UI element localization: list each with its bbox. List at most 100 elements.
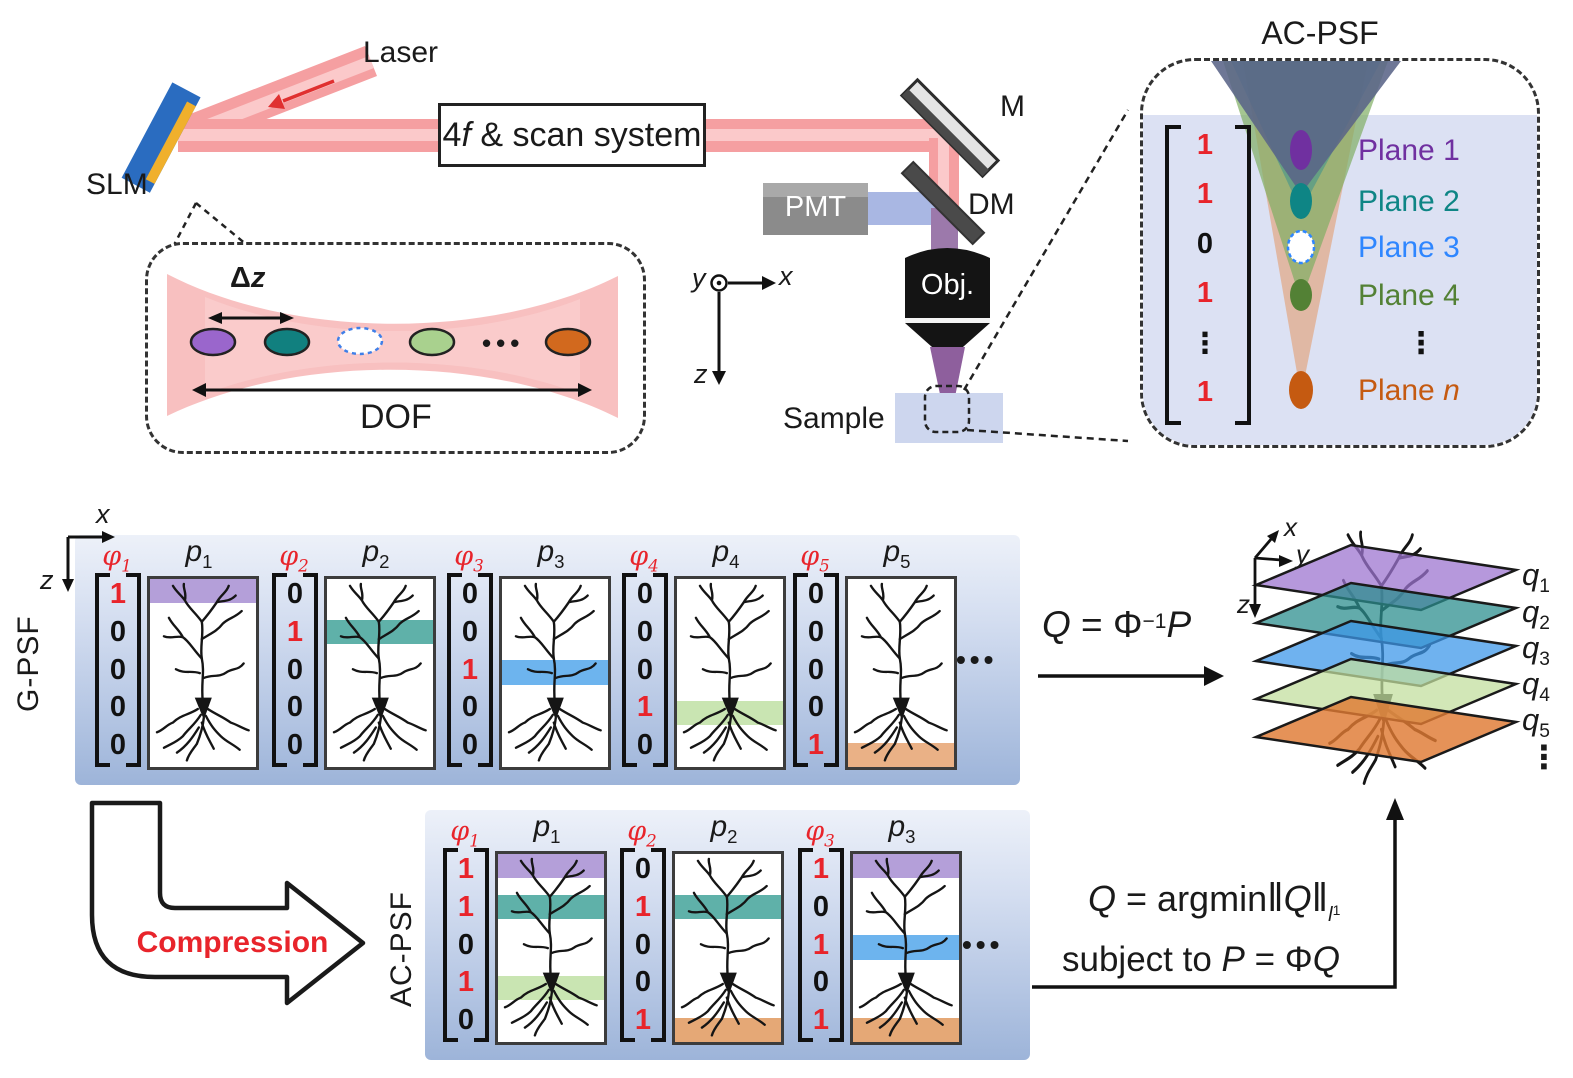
vector-digit: 1 xyxy=(286,615,304,648)
x-axis-label: x xyxy=(779,261,793,291)
pmt-highlight xyxy=(763,183,868,197)
focus-roi-box xyxy=(923,384,971,434)
phi-2-label: φ2 xyxy=(279,541,309,576)
y-axis-dot xyxy=(716,280,722,286)
transform-arrow xyxy=(1038,666,1224,686)
vector-digit: 0 xyxy=(812,966,830,999)
vector-digit: 1 xyxy=(807,729,825,761)
acpsf-p-3-image xyxy=(850,851,962,1045)
inset-spot-2 xyxy=(1290,183,1312,219)
phi-3-label: φ3 xyxy=(454,541,484,576)
dichroic-label: DM xyxy=(968,188,1015,221)
p-2-label: p2 xyxy=(362,535,390,572)
acpsf-p-2-image xyxy=(672,851,784,1045)
focal-spot-n xyxy=(544,327,592,357)
slm-label: SLM xyxy=(86,168,148,201)
stack-x-arrowhead xyxy=(1267,530,1279,543)
laser-direction-arrow xyxy=(282,79,335,103)
inset-spot-n xyxy=(1289,371,1313,409)
vector-digit: 1 xyxy=(636,691,654,724)
acpsf-phi-3-label: φ3 xyxy=(805,816,835,851)
vector-digit: 0 xyxy=(109,691,127,724)
plane-3-label: Plane 3 xyxy=(1358,231,1460,264)
vector-digit: 0 xyxy=(286,691,304,724)
gpsf-dots: ••• xyxy=(956,644,998,675)
vector-digit: 1 xyxy=(812,1004,830,1036)
acpsf-p-2-label: p2 xyxy=(710,810,738,847)
compression-label: Compression xyxy=(136,926,329,959)
p-4-label: p4 xyxy=(712,535,740,572)
stack-x-label: x xyxy=(1284,512,1297,542)
plane-band xyxy=(498,854,604,879)
roi-connector-upper xyxy=(962,109,1130,391)
vector-digit: 1 xyxy=(1196,375,1214,408)
plane-dots: ⋮ xyxy=(1406,326,1436,361)
vector-digit: 1 xyxy=(457,853,475,885)
vector-digit: 1 xyxy=(461,653,479,686)
vector-digit: 0 xyxy=(461,729,479,761)
dof-inset: Δz ••• DOF xyxy=(145,242,646,454)
delta-z-label: Δz xyxy=(230,262,266,294)
inset-bracket-left xyxy=(1165,125,1181,425)
delta-z-arrowhead-right xyxy=(280,312,294,324)
p-4-image xyxy=(674,576,786,770)
plane-n-label: Plane n xyxy=(1358,374,1460,407)
vector-digit: 0 xyxy=(286,729,304,761)
stack-plane-q5 xyxy=(1251,695,1521,764)
gpsf-axes xyxy=(62,531,115,592)
stack-z-label: z xyxy=(1237,589,1250,619)
sample-label: Sample xyxy=(783,402,885,435)
vector-digit: 1 xyxy=(1196,277,1214,310)
vector-digit: 0 xyxy=(807,653,825,686)
phi-1-label: φ1 xyxy=(102,541,132,576)
q3-label: q3 xyxy=(1522,630,1550,671)
objective-body xyxy=(905,248,990,318)
gpsf-axis-z: z xyxy=(40,565,54,595)
phi-5-label: φ5 xyxy=(800,541,830,576)
optimization-line2: subject to P = ΦQ xyxy=(1062,940,1340,979)
acpsf-p-1-label: p1 xyxy=(533,810,561,847)
vector-digit: 0 xyxy=(286,578,304,610)
plane-2-label: Plane 2 xyxy=(1358,185,1460,218)
x-axis-arrowhead xyxy=(762,276,776,290)
focal-spot-1 xyxy=(189,327,237,357)
stack-z-arrowhead xyxy=(1249,604,1261,618)
acpsf-p-3-label: p3 xyxy=(888,810,916,847)
laser-arrowhead xyxy=(268,94,285,109)
vector-digit: 0 xyxy=(109,729,127,761)
vector-digit: 0 xyxy=(812,890,830,923)
stack-y-label: y xyxy=(1296,539,1309,569)
vector-digit: 0 xyxy=(461,578,479,610)
vector-digit: 0 xyxy=(636,653,654,686)
gpsf-panel-2: φ2 p2 0 1 0 0 0 xyxy=(270,535,436,773)
plane-band xyxy=(150,579,256,604)
scan-system-box: 4f & scan system xyxy=(438,103,706,167)
q5-label: q5 xyxy=(1522,702,1550,743)
vector-digit: 0 xyxy=(634,853,652,885)
acpsf-p-1-image xyxy=(495,851,607,1045)
focal-spot-2 xyxy=(263,327,311,357)
inset-spot-4 xyxy=(1290,279,1312,311)
vector-digit: 0 xyxy=(634,966,652,999)
vector-digit: 0 xyxy=(286,653,304,686)
q2-label: q2 xyxy=(1522,594,1550,635)
m-mirror xyxy=(899,77,1001,179)
inset-bracket-right xyxy=(1235,125,1251,425)
delta-z-arrowhead-left xyxy=(208,312,222,324)
neuron-drawing xyxy=(680,857,776,1037)
neuron-drawing xyxy=(853,582,949,762)
stack-dots: ⋮ xyxy=(1528,738,1560,776)
p-1-label: p1 xyxy=(185,535,213,572)
